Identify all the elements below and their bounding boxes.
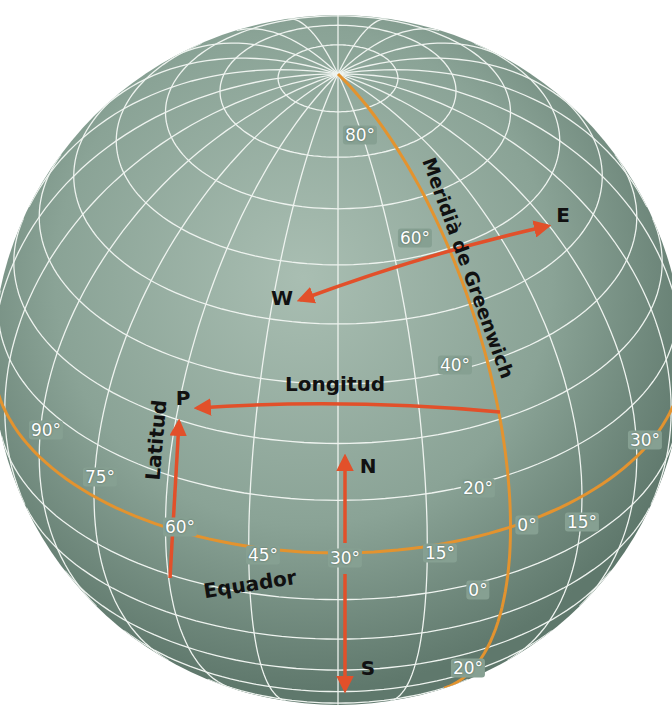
west-east-arrow [300,226,548,300]
meridian-line [0,74,338,360]
meridian-line [103,58,338,108]
longitude-value: 30° [628,431,662,450]
latitude-value: 40° [438,356,472,375]
latitude-arrow [170,422,179,578]
direction-letter: E [553,204,573,226]
longitude-value: 30° [328,549,362,568]
meridian-line [5,74,338,505]
longitude-value: 75° [83,468,117,487]
reference-lines [0,74,672,688]
axis-label: Longitud [282,373,388,395]
arrows [170,226,548,690]
south-arrow [343,574,347,690]
meridian-line [338,74,637,606]
meridian-line [29,70,338,207]
longitude-value: 90° [29,421,63,440]
meridian-line [338,43,501,74]
north-arrow [343,457,347,543]
meridian-line [39,74,338,606]
latitude-value: 60° [398,229,432,248]
meridian-line [338,70,647,207]
latitude-value: 80° [343,126,377,145]
longitude-value: 15° [423,544,457,563]
meridian-line [338,58,573,108]
latitude-value: 20° [451,659,485,678]
longitude-value: 15° [565,513,599,532]
direction-letter: W [268,287,296,309]
globe-sphere [0,15,672,705]
longitude-value: 60° [163,518,197,537]
meridian-line [288,19,338,74]
latitude-value: 0° [466,581,489,600]
direction-letter: N [357,455,380,477]
meridian-line [337,15,338,74]
meridian-line [338,74,672,360]
latitude-value: 20° [461,479,495,498]
equator-line [0,360,672,553]
meridian-line [94,74,338,661]
longitude-arrow [197,404,500,412]
meridian-line [338,29,439,74]
graticule [0,15,672,705]
meridian-line [338,74,582,661]
meridian-line [338,19,388,74]
longitude-value: 45° [246,546,280,565]
direction-letter: S [358,657,378,679]
longitude-value: 0° [515,516,538,535]
point-label: P [173,387,194,409]
